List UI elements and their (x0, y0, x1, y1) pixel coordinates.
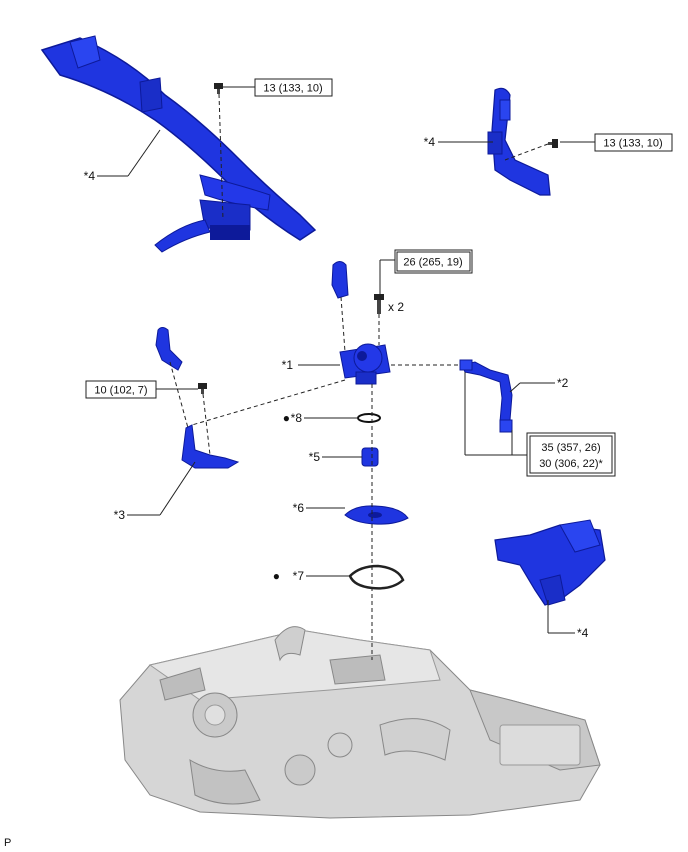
callout-4-top-left: *4 (84, 169, 96, 183)
bolt-pump (374, 294, 384, 314)
svg-text:13 (133, 10): 13 (133, 10) (263, 83, 322, 95)
assembly-guide-lines (169, 93, 549, 660)
wire-harness-top-right (487, 87, 551, 196)
pump-lifter (361, 447, 379, 467)
callout-1: *1 (282, 358, 294, 372)
callout-4-top-right: *4 (424, 135, 436, 149)
svg-text:35 (357, 26): 35 (357, 26) (541, 442, 600, 454)
torque-box-harness-bolt: 13 (133, 10) (254, 78, 333, 97)
non-reusable-marker-8: ● (283, 411, 290, 425)
callout-7: *7 (293, 569, 305, 583)
torque-box-right-bolt: 13 (133, 10) (594, 133, 673, 152)
torque-box-bracket-bolt: 10 (102, 7) (85, 380, 157, 399)
callout-5: *5 (309, 450, 321, 464)
vacuum-hose-upper (331, 261, 349, 299)
gasket (348, 564, 405, 590)
bolt-top-harness (214, 83, 223, 94)
wire-harness-bottom-right (494, 519, 606, 606)
callout-2: *2 (557, 376, 569, 390)
callout-8: *8 (291, 411, 303, 425)
figure-reference: P (4, 837, 11, 849)
fuel-pump (339, 343, 391, 385)
vacuum-hose-left (155, 327, 183, 371)
wire-harness-top-left (40, 35, 317, 253)
callout-6: *6 (293, 501, 305, 515)
quantity-label: x 2 (388, 300, 404, 314)
pump-bracket (181, 424, 240, 469)
bolt-bracket (198, 383, 207, 394)
svg-text:13 (133, 10): 13 (133, 10) (603, 138, 662, 150)
torque-box-pump-bolt: 26 (265, 19) (394, 249, 473, 274)
fuel-tube (459, 359, 513, 433)
insulator (344, 505, 409, 525)
svg-text:26 (265, 19): 26 (265, 19) (403, 257, 462, 269)
non-reusable-marker-7: ● (273, 569, 280, 583)
callout-3: *3 (114, 508, 126, 522)
bolt-top-right (548, 139, 558, 148)
leader-lines (97, 86, 595, 634)
engine-block (119, 626, 601, 819)
o-ring (357, 413, 381, 423)
svg-text:10 (102, 7): 10 (102, 7) (94, 385, 147, 397)
torque-box-fuel-tube: 35 (357, 26) 30 (306, 22)* (526, 432, 616, 477)
callout-4-bottom-right: *4 (577, 626, 589, 640)
svg-text:30 (306, 22)*: 30 (306, 22)* (539, 458, 603, 470)
